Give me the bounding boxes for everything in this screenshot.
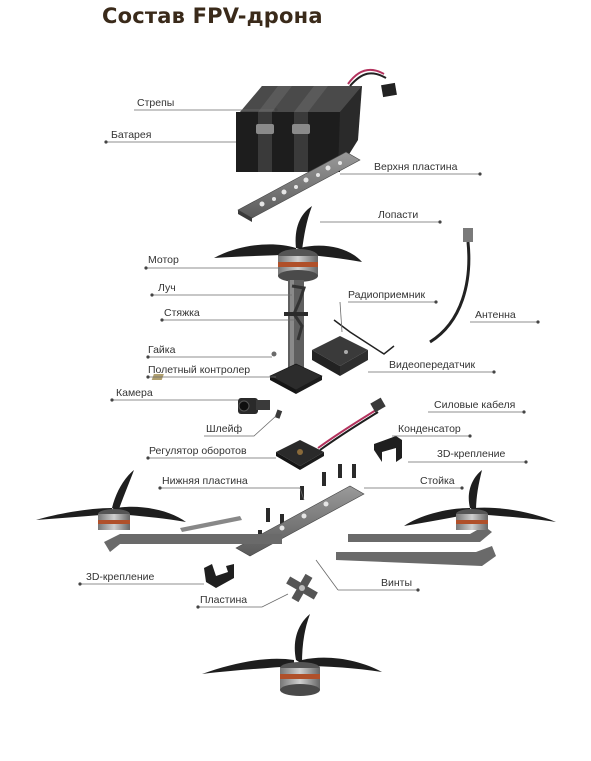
label-battery: Батарея [111,129,151,141]
top-plate [237,151,361,222]
label-flight-controller: Полетный контролер [148,364,250,376]
battery [236,68,397,172]
top-propeller [214,206,362,262]
mount-3d-left [204,564,234,588]
left-arm [104,516,282,552]
label-esc: Регулятор оборотов [149,445,247,457]
label-top-plate: Верхня пластина [374,161,458,173]
antenna [429,228,473,344]
cross-plate [286,573,318,603]
label-receiver: Радиоприемник [348,289,425,301]
esc [276,440,324,470]
bottom-propeller [202,614,382,674]
label-antenna: Антенна [475,309,516,321]
label-capacitor: Конденсатор [398,423,461,435]
label-standoff: Стойка [420,475,455,487]
leader-lines [78,108,540,609]
label-propellers: Лопасти [378,209,418,221]
straps [256,86,328,172]
right-arm-top [348,526,492,542]
flight-controller [151,363,323,394]
bottom-motor [280,662,320,696]
label-ribbon-cable: Шлейф [206,423,242,435]
label-bottom-plate: Нижняя пластина [162,475,248,487]
label-arm: Луч [158,282,176,294]
label-mount-3d-left: 3D-крепление [86,571,155,583]
label-nut: Гайка [148,344,176,356]
right-propeller [404,470,556,526]
left-motor [98,509,130,530]
video-transmitter [312,336,368,376]
label-screws: Винты [381,577,412,589]
page-title: Состав FPV-дрона [102,4,323,28]
label-mount-3d-right: 3D-крепление [437,448,506,460]
mount-3d-right [374,436,402,462]
label-motor: Мотор [148,254,179,266]
label-video-transmitter: Видеопередатчик [389,359,476,371]
right-motor [456,509,488,530]
label-plate: Пластина [200,594,247,606]
camera [238,398,270,414]
power-cables [317,397,386,451]
ribbon-cable [274,409,283,419]
label-straps: Стрепы [137,97,174,109]
right-arm-bottom [336,546,496,566]
left-propeller [36,470,186,522]
label-power-cables: Силовые кабеля [434,399,515,411]
labels: Стрепы Батарея Верхня пластина Лопасти М… [86,97,516,606]
top-motor [278,249,318,282]
arm-vertical [271,280,308,368]
label-zip-tie: Стяжка [164,307,200,319]
label-camera: Камера [116,387,153,399]
